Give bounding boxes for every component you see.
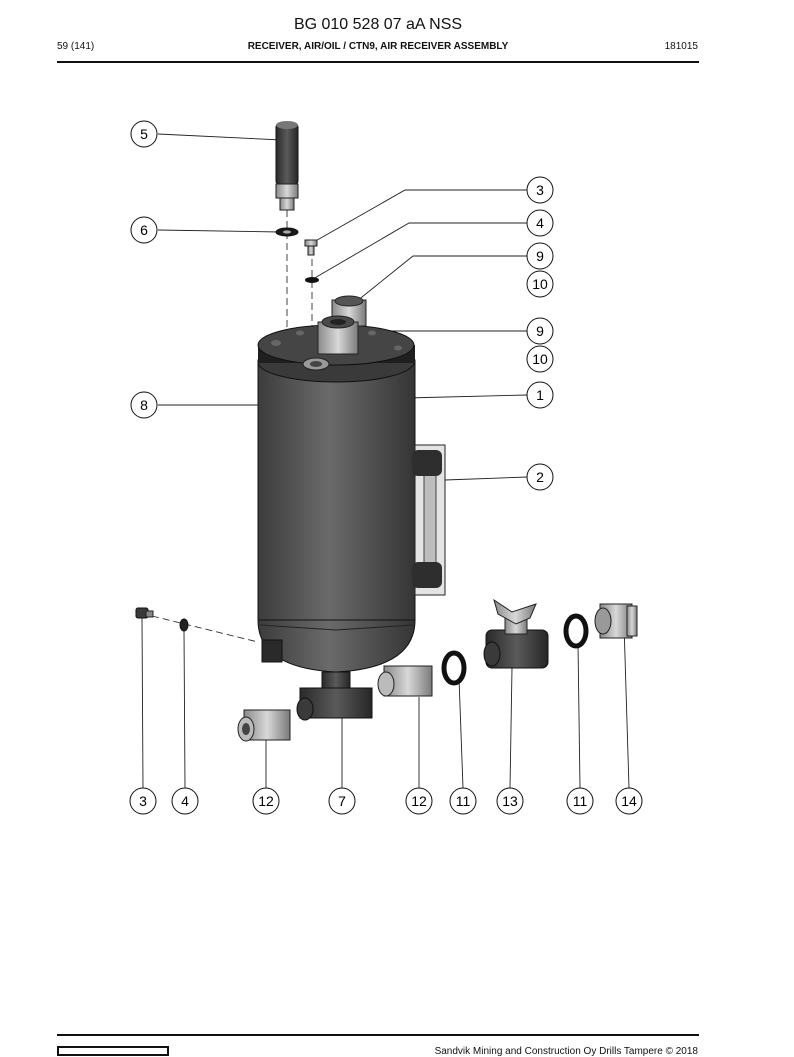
- callout-7: 7: [328, 787, 356, 815]
- sight-glass: [412, 444, 446, 596]
- callout-circle: [130, 216, 158, 244]
- adapter-left: [237, 709, 291, 742]
- callout-1: 1: [526, 381, 554, 409]
- footer-divider: [57, 1034, 699, 1036]
- callout-label: 10: [532, 276, 548, 292]
- callout-label: 12: [411, 793, 427, 809]
- callout-8: 8: [130, 391, 158, 419]
- callout-circle: [526, 463, 554, 491]
- callout-label: 10: [532, 351, 548, 367]
- callout-circle: [252, 787, 280, 815]
- footer-copyright: Sandvik Mining and Construction Oy Drill…: [434, 1046, 698, 1057]
- callout-11: 11: [566, 787, 594, 815]
- callout-circle: [526, 317, 554, 345]
- callout-14: 14: [615, 787, 643, 815]
- callout-label: 1: [536, 387, 544, 403]
- callout-circle: [449, 787, 477, 815]
- callout-12: 12: [405, 787, 433, 815]
- callout-label: 8: [140, 397, 148, 413]
- callout-label: 2: [536, 469, 544, 485]
- breather-filter: [275, 121, 299, 211]
- callout-circle: [615, 787, 643, 815]
- callout-3: 3: [129, 787, 157, 815]
- callout-circle: [405, 787, 433, 815]
- seal-bottom: [179, 618, 189, 632]
- leader-lines: [141, 133, 630, 789]
- callout-circle: [496, 787, 524, 815]
- screw-bottom: [135, 607, 154, 619]
- callout-circle: [526, 381, 554, 409]
- callout-circle: [526, 176, 554, 204]
- callout-circle: [566, 787, 594, 815]
- page-number: 59 (141): [57, 41, 95, 52]
- callout-circle: [526, 209, 554, 237]
- callout-label: 4: [181, 793, 189, 809]
- callout-label: 9: [536, 248, 544, 264]
- sealing-ring: [563, 613, 589, 649]
- callout-2: 2: [526, 463, 554, 491]
- air-receiver-tank: [257, 324, 416, 673]
- callout-label: 7: [338, 793, 346, 809]
- callout-10: 10: [526, 270, 554, 298]
- callout-4: 4: [171, 787, 199, 815]
- callout-label: 11: [573, 793, 588, 809]
- callout-label: 9: [536, 323, 544, 339]
- callout-12: 12: [252, 787, 280, 815]
- callout-circle: [171, 787, 199, 815]
- callout-label: 13: [502, 793, 518, 809]
- sandvik-logo: [57, 1046, 169, 1056]
- callout-label: 4: [536, 215, 544, 231]
- callout-4: 4: [526, 209, 554, 237]
- callout-5: 5: [130, 120, 158, 148]
- screw-top: [304, 239, 318, 256]
- callout-10: 10: [526, 345, 554, 373]
- seal-top: [305, 277, 319, 283]
- callout-label: 3: [536, 182, 544, 198]
- callout-circle: [328, 787, 356, 815]
- callout-label: 14: [621, 793, 637, 809]
- callout-9: 9: [526, 317, 554, 345]
- callout-13: 13: [496, 787, 524, 815]
- callout-11: 11: [449, 787, 477, 815]
- callout-circle: [129, 787, 157, 815]
- callout-6: 6: [130, 216, 158, 244]
- assembly-centerlines: [151, 210, 313, 643]
- document-code: 181015: [664, 41, 698, 52]
- callout-circle: [526, 242, 554, 270]
- callout-3: 3: [526, 176, 554, 204]
- top-fittings: [317, 295, 367, 355]
- callout-circle: [526, 270, 554, 298]
- callout-label: 12: [258, 793, 274, 809]
- callout-label: 6: [140, 222, 148, 238]
- callout-label: 3: [139, 793, 147, 809]
- callout-circle: [130, 391, 158, 419]
- header-divider: [57, 61, 699, 63]
- sealing-ring: [441, 650, 467, 686]
- adapter-right: [377, 665, 433, 697]
- document-id: BG 010 528 07 aA NSS: [293, 16, 463, 33]
- callout-circle: [526, 345, 554, 373]
- callout-label: 11: [456, 793, 471, 809]
- ball-valve: [483, 598, 549, 669]
- callout-label: 5: [140, 126, 148, 142]
- page-title: RECEIVER, AIR/OIL / CTN9, AIR RECEIVER A…: [247, 41, 509, 52]
- callout-9: 9: [526, 242, 554, 270]
- callout-circle: [130, 120, 158, 148]
- tee-fitting: [296, 671, 373, 721]
- plug: [594, 603, 638, 639]
